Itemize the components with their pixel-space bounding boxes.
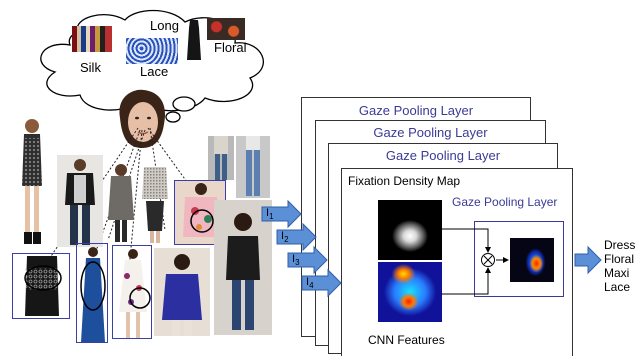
dress-silhouette-icon bbox=[187, 20, 201, 60]
output-attr-lace: Lace bbox=[604, 280, 631, 294]
photo-blue-maxi-dress bbox=[76, 243, 108, 343]
photo-tweed-coat bbox=[106, 162, 136, 244]
panel-title: Gaze Pooling Layer bbox=[358, 103, 474, 118]
front-panel: Fixation Density Map Gaze Pooling Layer … bbox=[341, 168, 573, 356]
fixation-density-map bbox=[378, 200, 442, 260]
input-label-2: I2 bbox=[281, 230, 289, 245]
inner-gaze-pooling-title: Gaze Pooling Layer bbox=[452, 195, 558, 209]
bubble-word-lace: Lace bbox=[140, 64, 169, 79]
photo-blue-top bbox=[154, 248, 210, 336]
photo-jacket-skirt bbox=[138, 165, 172, 245]
bubble-word-long: Long bbox=[150, 18, 179, 33]
photo-lace-skirt bbox=[12, 253, 70, 319]
photo-floral-dress bbox=[112, 245, 152, 339]
panel-title: Gaze Pooling Layer bbox=[373, 125, 488, 140]
output-attr-floral: Floral bbox=[604, 252, 635, 266]
silk-fabric-swatch bbox=[72, 26, 112, 52]
photo-denim-legs bbox=[236, 136, 270, 198]
fixation-density-map-label: Fixation Density Map bbox=[348, 174, 461, 188]
input-label-4: I4 bbox=[306, 276, 314, 291]
circled-times-icon bbox=[481, 253, 495, 267]
photo-street-jeans bbox=[208, 136, 234, 180]
inner-gaze-pooling-box bbox=[474, 221, 564, 297]
photo-sequin-dress bbox=[12, 116, 52, 248]
photo-leather-jacket bbox=[57, 155, 103, 247]
bubble-word-floral: Floral bbox=[214, 40, 247, 55]
output-attr-dress: Dress bbox=[604, 238, 636, 252]
input-label-3: I3 bbox=[292, 253, 300, 268]
output-arrow bbox=[574, 245, 602, 275]
input-label-1: I1 bbox=[266, 207, 274, 222]
long-dress-swatch bbox=[184, 20, 204, 60]
lace-fabric-swatch bbox=[126, 38, 178, 64]
output-attr-maxi: Maxi bbox=[604, 266, 630, 280]
output-attributes: Dress Floral Maxi Lace bbox=[604, 238, 635, 294]
pooled-output-map bbox=[510, 238, 554, 282]
panel-title: Gaze Pooling Layer bbox=[385, 148, 501, 163]
cnn-features-heatmap bbox=[378, 262, 442, 322]
bubble-word-silk: Silk bbox=[80, 60, 101, 75]
photo-black-top bbox=[214, 200, 272, 335]
floral-fabric-swatch bbox=[207, 18, 245, 40]
cnn-features-label: CNN Features bbox=[368, 333, 445, 347]
